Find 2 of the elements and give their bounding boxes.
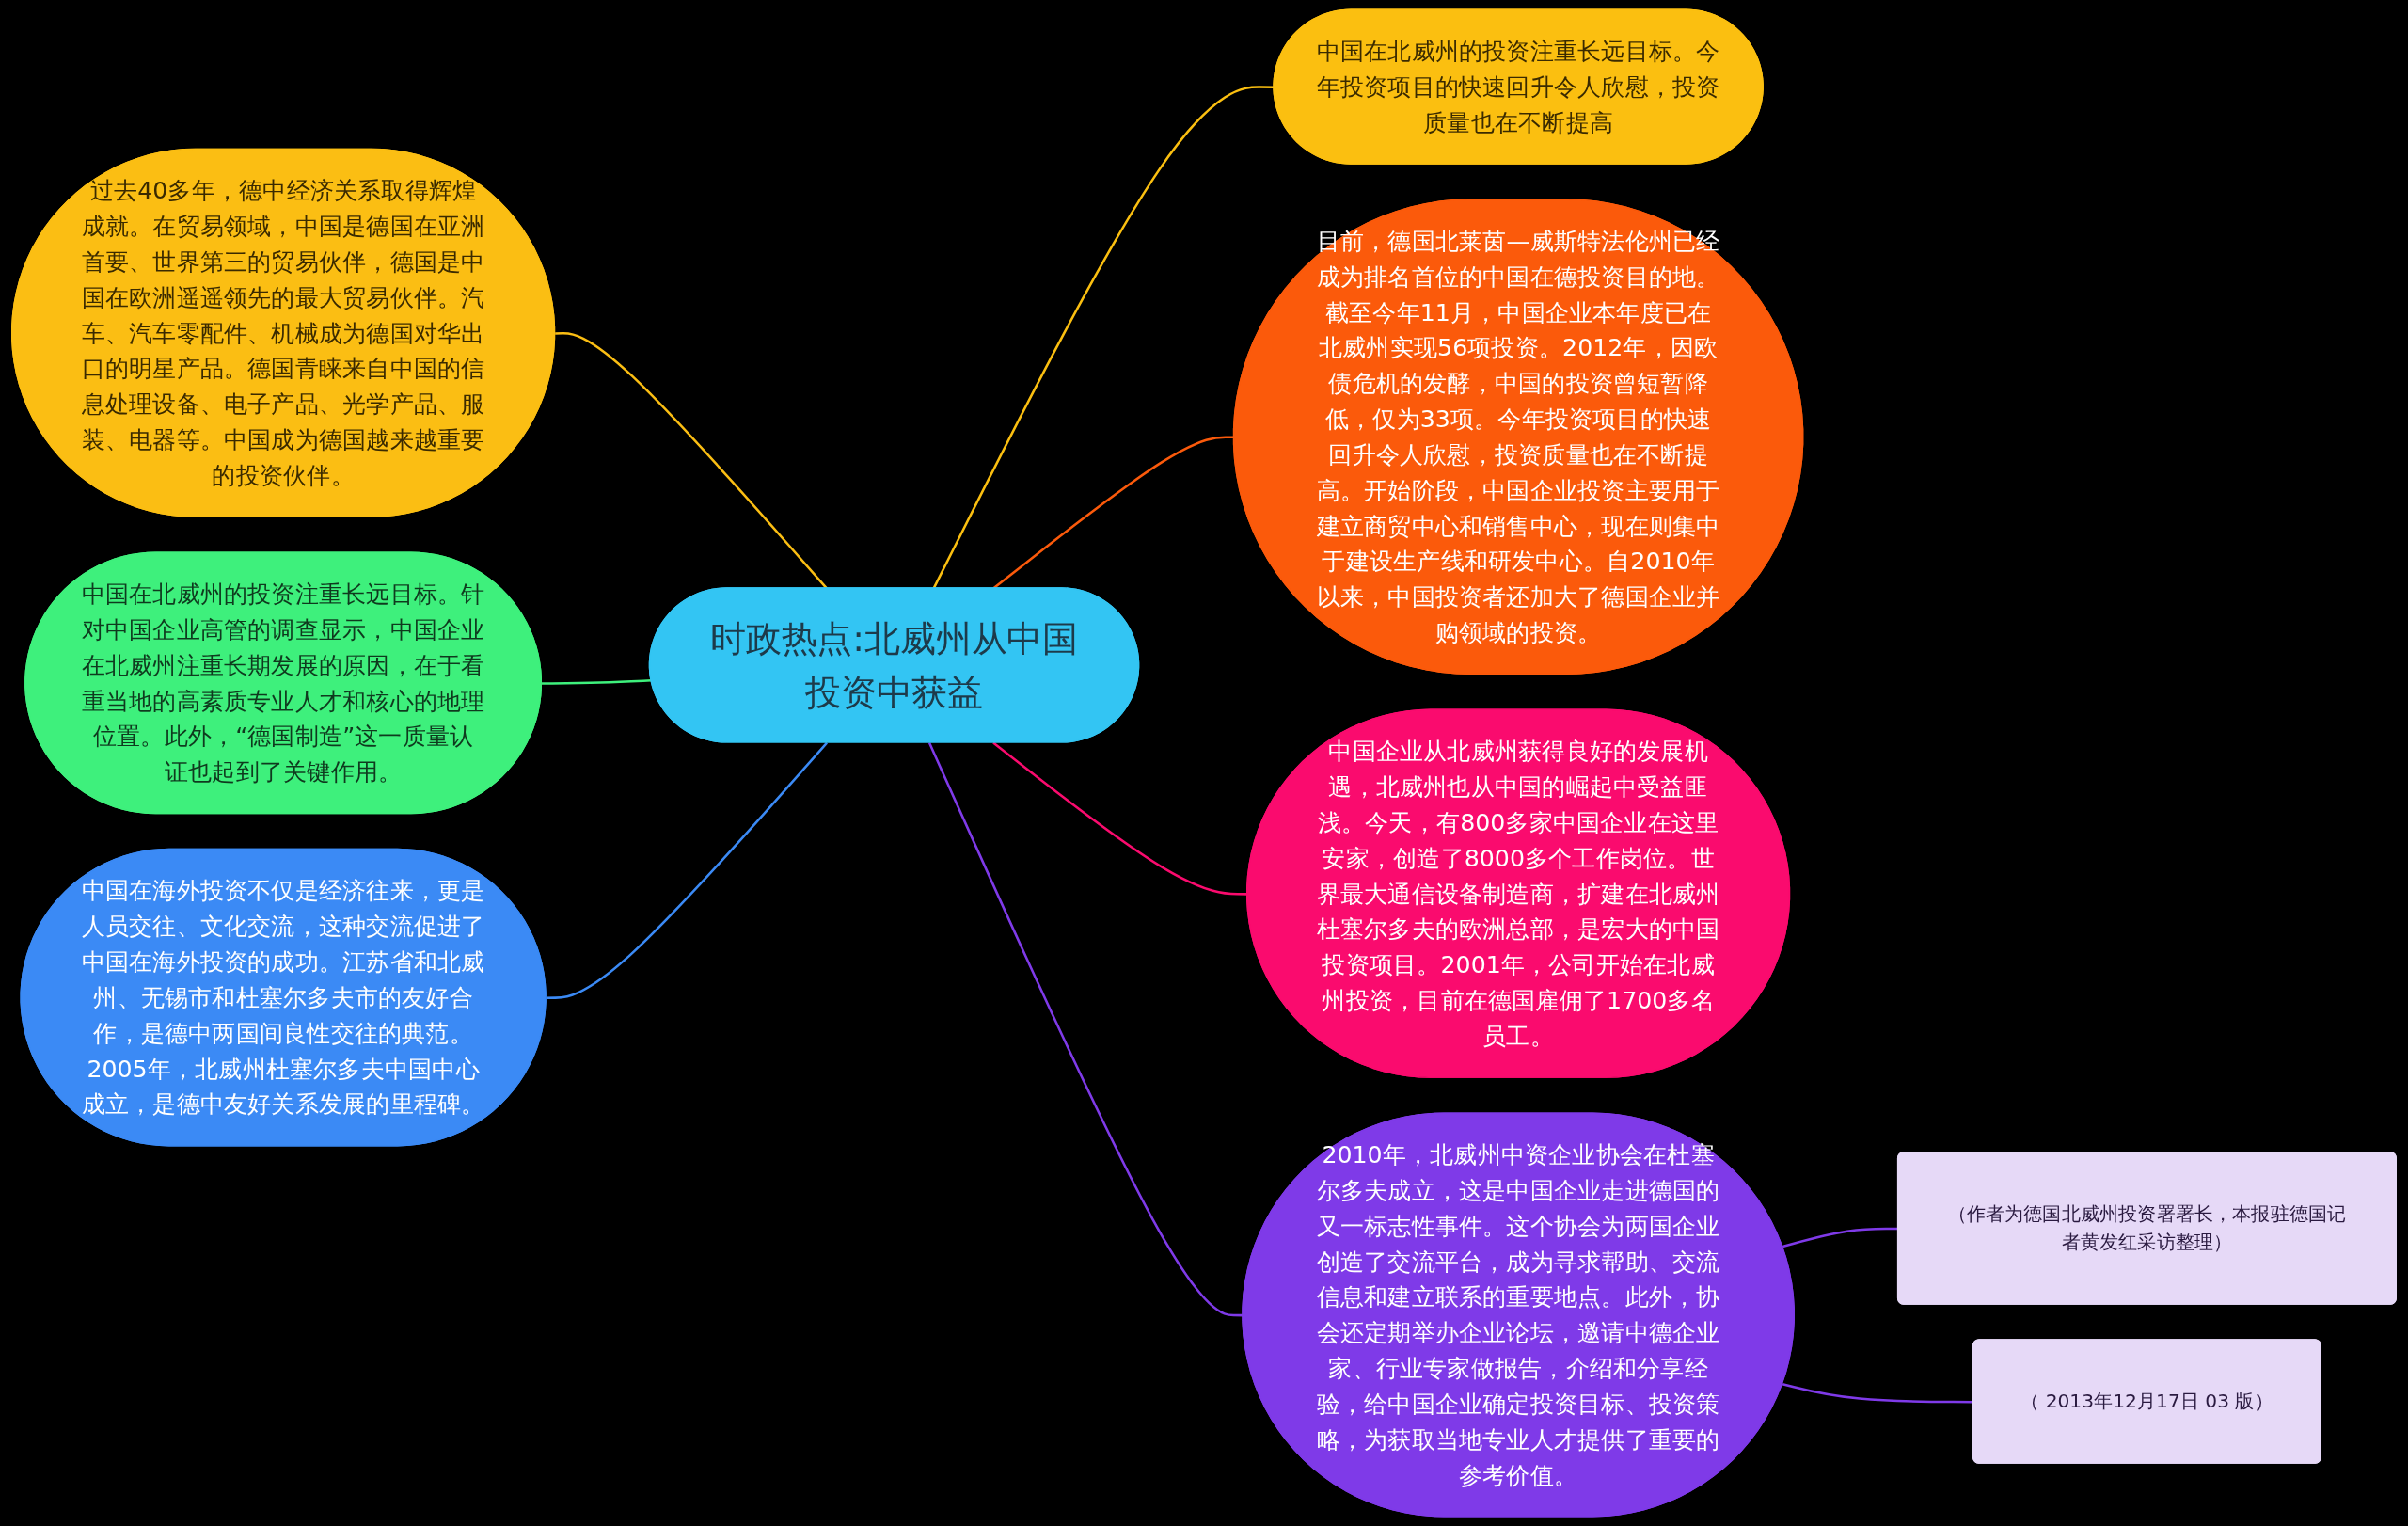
- connector: [542, 679, 652, 685]
- connector: [546, 741, 828, 999]
